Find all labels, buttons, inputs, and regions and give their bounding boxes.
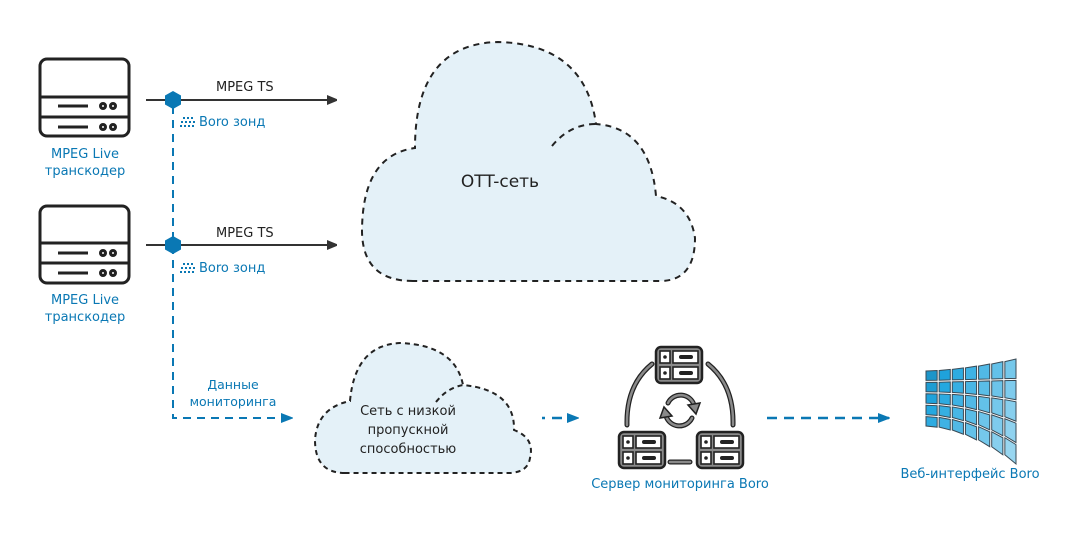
stream-label-1: MPEG TS [216, 80, 274, 95]
probe-dots-icon [180, 263, 195, 273]
low-bw-line1: Сеть с низкой [360, 404, 456, 419]
video-wall-screen [1004, 358, 1017, 380]
video-wall-screen [1004, 436, 1017, 466]
video-wall-screen [978, 410, 991, 431]
source-2-label: MPEG Live транскодер [30, 292, 140, 326]
source-label-line1: MPEG Live [50, 293, 120, 308]
video-wall-screen [1004, 417, 1017, 444]
ott-cloud-label: OTT-сеть [460, 172, 540, 192]
video-wall-screen [938, 368, 951, 381]
source-1-label: MPEG Live транскодер [30, 146, 140, 180]
video-wall-screen [964, 421, 978, 441]
video-wall-screen [925, 404, 938, 416]
video-wall-screen [964, 380, 978, 395]
low-bandwidth-cloud-label: Сеть с низкой пропускной способностью [343, 402, 473, 459]
web-ui-label: Веб-интерфейс Boro [900, 467, 1040, 482]
video-wall-screen [938, 405, 951, 419]
low-bandwidth-cloud-inner-arc [435, 384, 464, 403]
video-wall-screen [1004, 399, 1017, 422]
monitoring-data-line2: мониторинга [189, 394, 277, 409]
video-wall-screen [938, 393, 951, 406]
low-bw-line3: способностью [359, 442, 457, 457]
server-icon [38, 57, 131, 138]
probe-dots-icon [180, 117, 195, 127]
monitoring-data-line [172, 106, 292, 418]
server-cluster-sync-icon [617, 345, 745, 470]
video-wall-screen [991, 361, 1004, 380]
video-wall-screen [978, 363, 991, 380]
video-wall-icon [925, 358, 1017, 466]
video-wall-screen [991, 380, 1004, 399]
video-wall-screen [951, 393, 964, 408]
low-bw-line2: пропускной [367, 423, 449, 438]
ott-cloud [360, 40, 697, 282]
video-wall-screen [925, 369, 938, 381]
monitoring-data-label: Данные мониторинга [178, 376, 288, 410]
probe-label-2: Boro зонд [199, 261, 266, 276]
video-wall-screen [964, 365, 978, 381]
monitoring-server-label: Сервер мониторинга Boro [591, 477, 769, 492]
source-label-line2: транскодер [44, 310, 126, 325]
server-icon [38, 204, 131, 285]
video-wall-screen [925, 393, 938, 405]
video-wall-screen [951, 381, 964, 394]
video-wall-screen [951, 406, 964, 422]
video-wall-screen [951, 418, 964, 435]
video-wall-screen [938, 381, 951, 393]
source-label-line1: MPEG Live [50, 147, 120, 162]
video-wall-screen [978, 380, 991, 397]
video-wall-screen [991, 397, 1004, 418]
video-wall-screen [978, 425, 991, 448]
video-wall-screen [964, 408, 978, 426]
low-bandwidth-cloud [313, 341, 532, 474]
source-label-line2: транскодер [44, 164, 126, 179]
video-wall-screen [991, 414, 1004, 437]
probe-hexagon-icon [165, 236, 181, 254]
video-wall-screen [938, 416, 951, 431]
monitoring-data-line1: Данные [207, 377, 259, 392]
video-wall-screen [991, 430, 1004, 456]
ott-cloud-inner-arc [551, 123, 597, 147]
video-wall-screen [978, 395, 991, 414]
video-wall-screen [1004, 379, 1017, 401]
probe-hexagon-icon [165, 91, 181, 109]
stream-label-2: MPEG TS [216, 226, 274, 241]
probe-label-1: Boro зонд [199, 115, 266, 130]
video-wall-screen [964, 394, 978, 411]
video-wall-screen [925, 416, 938, 428]
video-wall-screen [951, 367, 964, 381]
video-wall-screen [925, 381, 938, 393]
